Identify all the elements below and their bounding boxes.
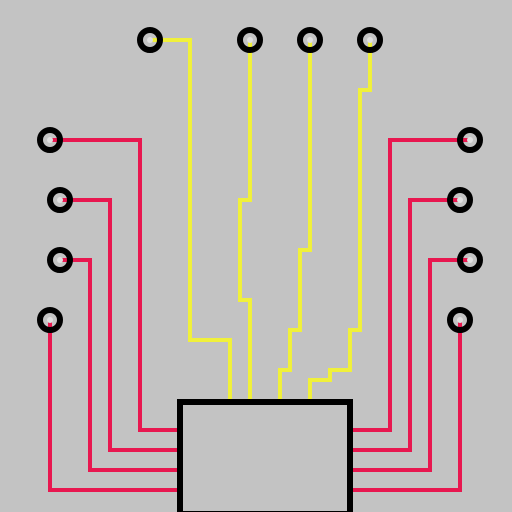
- pad-center: [467, 137, 473, 143]
- pad-top-3[interactable]: [297, 27, 323, 53]
- pad-right-2[interactable]: [447, 187, 473, 213]
- pad-center: [57, 257, 63, 263]
- pad-center: [457, 317, 463, 323]
- pad-center: [47, 137, 53, 143]
- red-wire-left-3[interactable]: [60, 258, 180, 472]
- yellow-wire-4[interactable]: [308, 40, 372, 402]
- pad-center: [467, 257, 473, 263]
- yellow-wire-3[interactable]: [278, 40, 312, 402]
- chip[interactable]: [177, 399, 353, 512]
- pad-left-3[interactable]: [47, 247, 73, 273]
- pad-left-2[interactable]: [47, 187, 73, 213]
- red-wire-right-1[interactable]: [350, 138, 470, 432]
- red-wire-left-4[interactable]: [48, 320, 180, 492]
- pad-center: [57, 197, 63, 203]
- pads: [37, 27, 483, 333]
- pad-top-4[interactable]: [357, 27, 383, 53]
- red-wire-right-4[interactable]: [350, 320, 462, 492]
- pad-left-1[interactable]: [37, 127, 63, 153]
- red-wire-left-1[interactable]: [50, 138, 180, 432]
- pad-center: [457, 197, 463, 203]
- pad-center: [147, 37, 153, 43]
- pad-left-4[interactable]: [37, 307, 63, 333]
- pad-center: [307, 37, 313, 43]
- pad-top-2[interactable]: [237, 27, 263, 53]
- red-wires: [48, 138, 470, 492]
- pad-right-3[interactable]: [457, 247, 483, 273]
- pad-center: [247, 37, 253, 43]
- pad-center: [367, 37, 373, 43]
- red-wire-left-2[interactable]: [60, 198, 180, 452]
- pad-right-1[interactable]: [457, 127, 483, 153]
- pad-center: [47, 317, 53, 323]
- pad-top-1[interactable]: [137, 27, 163, 53]
- yellow-wires: [150, 38, 372, 402]
- pad-right-4[interactable]: [447, 307, 473, 333]
- red-wire-right-2[interactable]: [350, 198, 460, 452]
- pad-centers: [47, 37, 473, 323]
- red-wire-right-3[interactable]: [350, 258, 470, 472]
- yellow-wire-2[interactable]: [238, 40, 252, 402]
- yellow-wire-1[interactable]: [150, 38, 232, 402]
